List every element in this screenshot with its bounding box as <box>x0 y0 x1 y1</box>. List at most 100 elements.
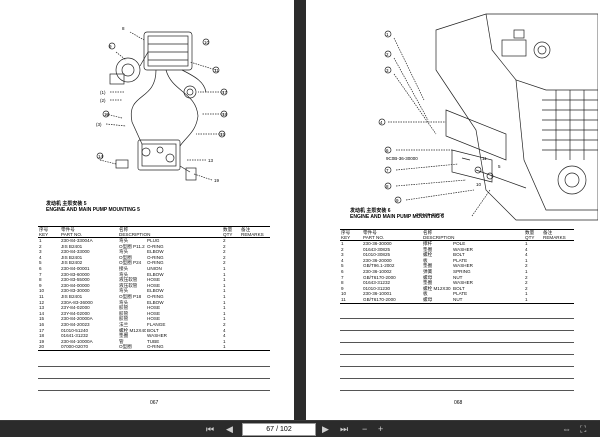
blank-row-rule <box>340 390 574 391</box>
row-desc-en: O-RING <box>147 254 164 260</box>
row-part-number: GB/T6170-2000 <box>363 274 396 280</box>
row-desc-cn: O型圈 P24 <box>119 260 142 266</box>
row-qty: 1 <box>223 277 226 283</box>
header-part-cn: 零件号 <box>362 229 422 235</box>
svg-text:2: 2 <box>386 52 389 57</box>
row-desc-cn: 弯头 <box>119 271 129 277</box>
svg-text:(1): (1) <box>100 90 106 95</box>
row-qty: 1 <box>525 291 528 297</box>
row-desc-cn: 弯头 <box>119 249 129 255</box>
svg-text:15: 15 <box>220 132 226 137</box>
row-part-number: 01643-30825 <box>363 246 391 252</box>
row-desc-en: HOSE <box>147 277 161 283</box>
row-desc-cn: 螺栓 <box>423 252 433 258</box>
row-qty: 2 <box>525 263 528 269</box>
blank-row-rule <box>38 378 270 379</box>
row-desc-cn: 弹簧 <box>423 268 433 274</box>
row-desc-en: BOLT <box>453 252 465 258</box>
row-key: 12 <box>39 299 45 305</box>
header-qty-en: QTY <box>524 235 543 241</box>
row-desc-en: FLANGE <box>147 321 166 327</box>
total-pages: 102 <box>280 426 292 433</box>
header-part-en: PART NO. <box>362 235 422 241</box>
left-title-cn: 发动机 主泵安装 5 <box>46 201 87 207</box>
zoom-in-icon[interactable]: + <box>378 424 384 434</box>
header-remarks-cn: 备注 <box>542 229 575 235</box>
row-desc-cn: 弯头 <box>119 299 129 305</box>
fullscreen-icon[interactable]: ⛶ <box>580 424 587 434</box>
row-key: 6 <box>39 265 42 271</box>
row-desc-cn: 螺母 <box>422 296 452 304</box>
row-key: 13 <box>39 305 45 311</box>
row-key: 1 <box>39 238 42 243</box>
row-desc-en: O-RING <box>147 260 164 266</box>
row-part-number: 230-84-33000 <box>61 249 90 255</box>
row-desc-cn: 螺母 <box>423 274 433 280</box>
header-remarks-en: REMARKS <box>240 232 271 238</box>
row-key: 8 <box>341 280 344 286</box>
zoom-out-icon[interactable]: − <box>362 424 368 434</box>
row-desc-cn: 螺栓 M12X30 <box>423 285 451 291</box>
row-desc-cn: 弯头 <box>119 238 129 243</box>
blank-row-rule <box>340 330 574 331</box>
row-desc-cn: 板 <box>423 257 428 263</box>
row-part-number: 01643-31232 <box>363 280 391 286</box>
header-qty-cn: 数量 <box>524 229 543 235</box>
row-desc-cn: 胶管 <box>119 316 129 322</box>
row-desc-en: UNION <box>147 265 162 271</box>
left-parts-table: 序号 零件号 名称 数量 备注 KEY PART NO. DESCRIPTION… <box>38 226 271 351</box>
row-qty: 1 <box>525 268 528 274</box>
first-page-icon[interactable]: ⏮ <box>206 424 215 434</box>
row-desc-en: ELBOW <box>147 288 164 294</box>
row-qty: 4 <box>223 327 226 333</box>
row-desc-en: SPRING <box>453 268 471 274</box>
svg-text:8: 8 <box>122 26 125 31</box>
header-qty-cn: 数量 <box>222 226 241 232</box>
page-indicator[interactable]: 67/102 <box>242 423 316 436</box>
row-part-number: 23Y-84-02000 <box>61 305 90 311</box>
blank-row-rule <box>38 390 270 391</box>
row-qty: 2 <box>223 254 226 260</box>
row-part-number: 230-36-20000 <box>363 257 392 263</box>
current-page[interactable]: 67 <box>266 426 275 433</box>
svg-text:3: 3 <box>386 68 389 73</box>
row-qty: 2 <box>223 238 226 243</box>
blank-row-rule <box>38 366 270 367</box>
last-page-icon[interactable]: ⏭ <box>340 424 349 434</box>
row-desc-cn: 胶管 <box>119 305 129 311</box>
row-desc-cn: 垫圈 <box>423 263 433 269</box>
header-remarks-en: REMARKS <box>542 235 575 241</box>
row-desc-cn: 接头 <box>119 265 129 271</box>
row-part-number: 230-84-20000A <box>61 316 93 322</box>
row-desc-en: ELBOW <box>147 249 164 255</box>
row-qty: 2 <box>525 274 528 280</box>
fit-width-icon[interactable]: ⇔ <box>562 424 571 434</box>
svg-text:1: 1 <box>386 32 389 37</box>
row-qty: 1 <box>223 288 226 294</box>
row-desc-cn: O型圈 P11.2 <box>119 243 145 249</box>
row-qty: 1 <box>223 271 226 277</box>
row-part-number: 01641-31232 <box>61 333 89 339</box>
row-key: 5 <box>341 263 344 269</box>
row-key: 17 <box>39 327 45 333</box>
prev-page-icon[interactable]: ◀ <box>226 424 233 434</box>
row-part-number: JIS B2401 <box>61 254 83 260</box>
blank-row-rule <box>340 318 574 319</box>
row-desc-en: WASHER <box>453 263 473 269</box>
svg-text:7: 7 <box>386 168 389 173</box>
next-page-icon[interactable]: ▶ <box>322 424 329 434</box>
row-part-number: 230-84-00001 <box>61 265 90 271</box>
row-key: 9 <box>341 285 344 291</box>
row-part-number: 230-83-30000 <box>61 288 90 294</box>
header-key-cn: 序号 <box>38 226 60 232</box>
row-key: 9 <box>39 282 42 288</box>
